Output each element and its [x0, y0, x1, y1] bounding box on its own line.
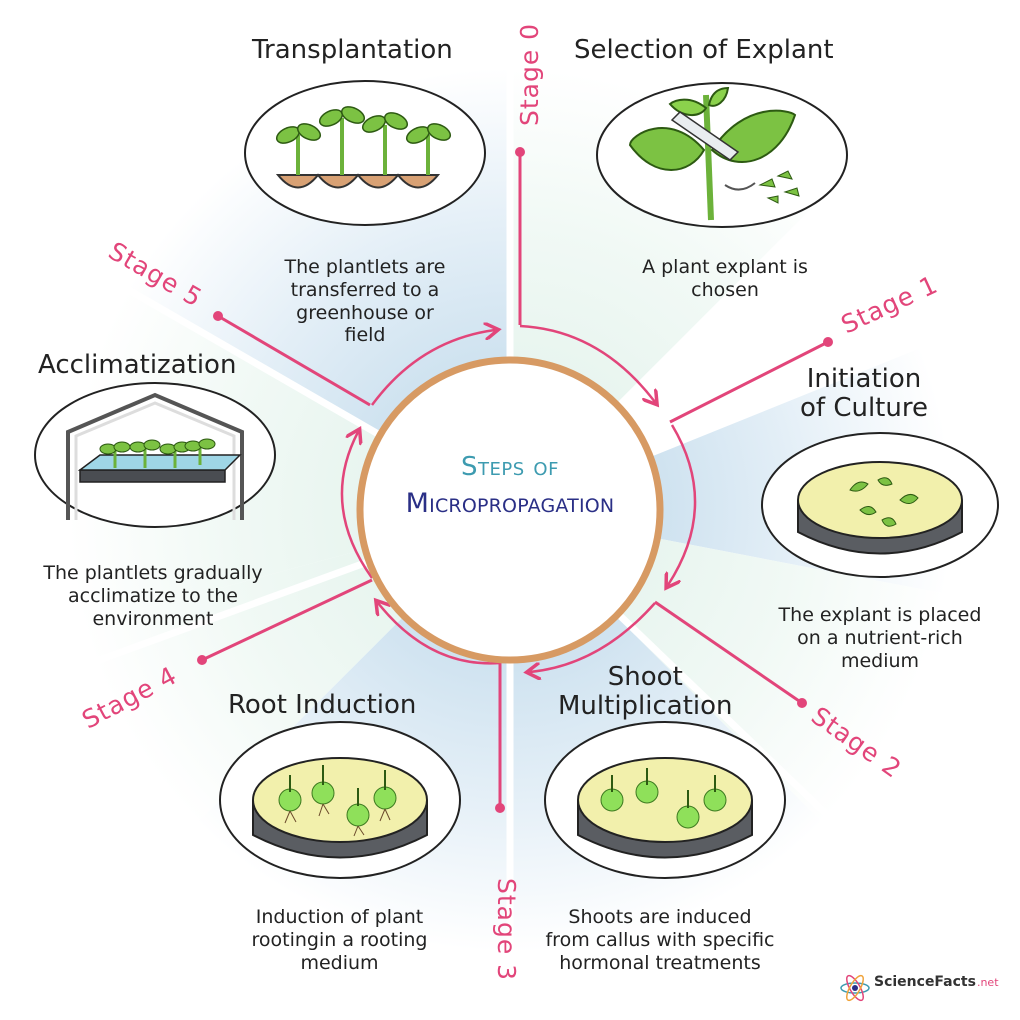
stage-4-title: Acclimatization [38, 350, 237, 380]
brand-name: ScienceFacts [874, 974, 976, 990]
center-circle [356, 356, 664, 664]
stage-connectors [201, 152, 829, 808]
stage-5-description: The plantlets are transferred to a green… [284, 256, 446, 347]
stage-0-description: A plant explant is chosen [642, 256, 808, 301]
center-title-line1: Steps of [461, 452, 559, 482]
stage-4-description: The plantlets gradually acclimatize to t… [43, 562, 263, 630]
stage-1-title: Initiation of Culture [800, 364, 928, 424]
seedling-tray-icon [244, 80, 486, 226]
stage-3-label: Stage 3 [492, 877, 522, 982]
stage-5-title: Transplantation [252, 35, 453, 65]
cycle-arrows [340, 326, 697, 672]
stage-2-description: Shoots are induced from callus with spec… [545, 906, 775, 974]
stage-3-title: Root Induction [228, 690, 417, 720]
leaf-cutting-icon [596, 82, 848, 228]
stage-0-label: Stage 0 [515, 22, 545, 127]
root-dish-icon [219, 721, 461, 879]
greenhouse-icon [34, 382, 276, 528]
stage-2-title: Shoot Multiplication [558, 662, 733, 722]
brand: ScienceFacts .net [838, 974, 999, 990]
brand-logo-icon [840, 974, 870, 1002]
brand-suffix: .net [976, 975, 999, 989]
petri-dish-icon [761, 432, 999, 578]
stage-3-description: Induction of plant rootingin a rooting m… [251, 906, 428, 974]
stage-dots [197, 147, 833, 813]
stage-0-title: Selection of Explant [574, 35, 834, 65]
center-title: Steps of Micropropagation [362, 452, 658, 519]
center-title-line2: Micropropagation [405, 488, 615, 519]
stage-1-description: The explant is placed on a nutrient-rich… [778, 604, 982, 672]
shoot-dish-icon [544, 721, 786, 879]
